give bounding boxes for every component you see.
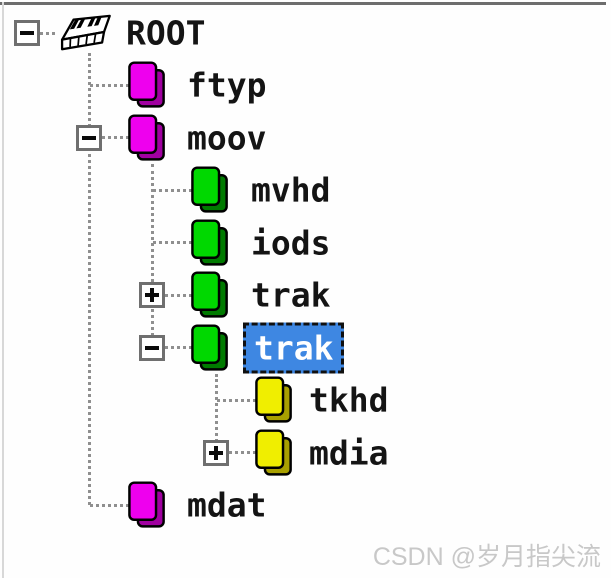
tree-node[interactable]: iods — [0, 217, 611, 269]
toggle-glyph — [20, 31, 34, 35]
expand-toggle-minus[interactable] — [139, 334, 165, 361]
tree-node[interactable]: mdat — [0, 479, 611, 531]
tree-node[interactable]: tkhd — [0, 374, 611, 426]
tree-node-label[interactable]: ftyp — [187, 65, 267, 105]
expand-toggle-plus[interactable] — [203, 439, 229, 466]
expand-toggle-plus[interactable] — [139, 282, 165, 309]
tree-node-label[interactable]: trak — [243, 322, 345, 374]
tree-node-label[interactable]: mdia — [309, 433, 389, 473]
tree-connector — [102, 136, 129, 140]
tree-connector — [40, 31, 55, 35]
toggle-glyph — [82, 135, 96, 140]
tree-node-label[interactable]: tkhd — [309, 380, 389, 420]
tree-node[interactable]: mdia — [0, 427, 611, 479]
watermark: CSDN @岁月指尖流 — [372, 543, 601, 571]
tree-node-label[interactable]: trak — [251, 275, 331, 315]
box-icon[interactable] — [191, 271, 229, 319]
tree-node[interactable]: trak — [0, 269, 611, 321]
tree-connector — [165, 346, 192, 350]
tree-node[interactable]: moov — [0, 112, 611, 164]
tree-node-label[interactable]: moov — [187, 118, 267, 158]
tree-connector — [153, 188, 192, 192]
frame-left-border — [2, 2, 4, 578]
tree-node-label[interactable]: iods — [251, 223, 331, 263]
expand-toggle-minus[interactable] — [76, 124, 102, 151]
box-icon[interactable] — [128, 481, 166, 529]
toggle-glyph — [150, 288, 154, 303]
box-icon[interactable] — [191, 166, 229, 214]
box-icon[interactable] — [191, 324, 229, 372]
keyboard-icon[interactable] — [54, 13, 114, 53]
tree-node[interactable]: trak — [0, 322, 611, 374]
box-icon[interactable] — [128, 61, 166, 109]
tree-node[interactable]: mvhd — [0, 164, 611, 216]
tree-connector — [153, 241, 192, 245]
frame-top-border — [0, 2, 606, 5]
expand-toggle-minus[interactable] — [14, 20, 40, 46]
box-icon[interactable] — [255, 429, 293, 477]
tree-node-label[interactable]: mvhd — [251, 170, 331, 210]
box-icon[interactable] — [255, 376, 293, 424]
tree-node[interactable]: ftyp — [0, 59, 611, 111]
tree-connector — [87, 53, 91, 506]
toggle-glyph — [145, 345, 159, 350]
tree-node-label[interactable]: ROOT — [126, 13, 206, 53]
tree-node[interactable]: ROOT — [0, 7, 611, 59]
tree-connector — [90, 83, 129, 87]
box-icon[interactable] — [191, 219, 229, 267]
tree-connector — [229, 451, 256, 455]
tree-connector — [165, 293, 192, 297]
tree-connector — [150, 163, 154, 348]
tree-connector — [214, 373, 218, 453]
tree-node-label[interactable]: mdat — [187, 485, 267, 525]
toggle-glyph — [214, 445, 218, 460]
box-icon[interactable] — [128, 114, 166, 162]
tree-connector — [217, 398, 256, 402]
tree-connector — [90, 503, 129, 507]
